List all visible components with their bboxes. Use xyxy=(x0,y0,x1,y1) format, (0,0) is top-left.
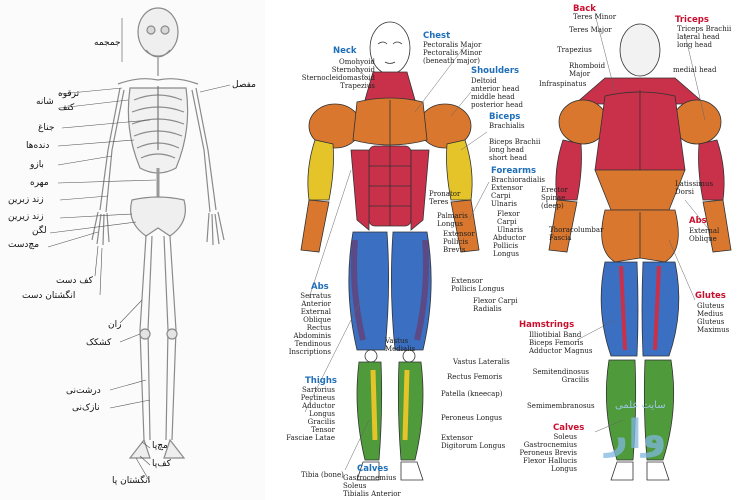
group-thighs: Thighs xyxy=(305,376,337,386)
label-radius: زند زبرین xyxy=(8,195,44,205)
group-biceps: Biceps xyxy=(489,112,521,122)
label-abs-back-muscles: External Oblique xyxy=(689,227,720,243)
group-abs-back: Abs xyxy=(689,216,707,226)
label-skull: جمجمه xyxy=(94,38,121,48)
label-ribs: دنده‌ها xyxy=(26,141,50,151)
group-forearms: Forearms xyxy=(491,166,537,176)
label-vastus-medialis: Vastus Medialis xyxy=(385,337,416,353)
label-forearm-muscles: Brachioradialis Extensor Carpi Ulnaris xyxy=(491,176,546,208)
group-chest: Chest xyxy=(423,31,451,41)
label-rhomboid: Rhomboid Major xyxy=(569,62,606,78)
label-wrist: مچ‌دست xyxy=(8,240,40,250)
label-kneecap: کشکک xyxy=(86,338,112,348)
label-sternum: جناغ xyxy=(38,123,55,133)
label-pronator: Pronator Teres xyxy=(429,190,461,206)
label-abductor: Abductor Pollicis Longus xyxy=(493,234,526,258)
label-glute-muscles: Gluteus Medius Gluteus Maximus xyxy=(697,302,730,334)
label-triceps-muscles: Triceps Brachii lateral head long head xyxy=(677,25,732,49)
label-thigh: ران xyxy=(108,320,122,330)
group-hamstrings: Hamstrings xyxy=(519,320,575,330)
skeleton-illustration xyxy=(47,7,231,483)
label-semitendinosus: Semitendinosus Gracilis xyxy=(532,368,589,384)
group-back: Back xyxy=(573,4,596,14)
skeleton-panel: جمجمه مفصل ترقوه شانه کتف جناغ دنده‌ها ب… xyxy=(0,0,265,500)
label-fingers: انگشتان دست xyxy=(22,291,76,301)
muscle-panel: Neck Chest Shoulders Biceps Forearms Abs… xyxy=(265,0,750,500)
label-peroneus-longus: Peroneus Longus xyxy=(441,414,503,422)
label-teres-major: Teres Major xyxy=(569,26,612,34)
label-calf-back-muscles: Soleus Gastrocnemius Peroneus Brevis Fle… xyxy=(519,433,578,473)
label-sole: کف‌پا xyxy=(152,459,171,469)
label-abs-front-muscles: Serratus Anterior External Oblique Rectu… xyxy=(288,292,331,356)
label-flexor-carpi-ulnaris: Flexor Carpi Ulnaris xyxy=(497,210,523,234)
label-joint: مفصل xyxy=(232,80,256,90)
label-medial-head: medial head xyxy=(673,66,717,74)
group-shoulders: Shoulders xyxy=(471,66,520,76)
group-calves-front: Calves xyxy=(357,464,389,474)
label-semimembranosus: Semimembranosus xyxy=(527,402,595,410)
back-figure xyxy=(548,23,732,481)
label-clavicle: ترقوه xyxy=(58,89,80,99)
label-erector: Erector Spinae (deep) xyxy=(541,186,568,210)
label-vastus-lateralis: Vastus Lateralis xyxy=(453,358,510,366)
label-biceps-muscles: Brachialis Biceps Brachii long head shor… xyxy=(489,122,541,162)
muscle-illustration xyxy=(300,13,732,481)
label-infraspinatus: Infraspinatus xyxy=(539,80,587,88)
label-hamstring-muscles: Illiotibial Band Biceps Femoris Adductor… xyxy=(529,331,593,355)
watermark-logo: وار xyxy=(605,412,667,458)
label-thoracolumbar: Thoracolumbar Fascia xyxy=(549,226,604,242)
label-shoulder: شانه xyxy=(36,97,54,107)
label-ext-pollicis-brevis: Extensor Pollicis Brevis xyxy=(443,230,475,254)
watermark-title: سایت علمی xyxy=(615,400,666,411)
label-scapula: کتف xyxy=(58,103,75,113)
label-thigh-muscles: Sartorius Pectineus Adductor Longus Grac… xyxy=(286,386,335,442)
label-ext-digitorum: Extensor Digitorum Longus xyxy=(441,434,506,450)
label-rectus-femoris: Rectus Femoris xyxy=(447,373,503,381)
label-arm: بازو xyxy=(30,160,44,170)
label-trapezius: Trapezius xyxy=(557,46,592,54)
label-shoulder-muscles: Deltoid anterior head middle head poster… xyxy=(471,77,523,109)
label-neck-muscles: Omohyoid Sternohyoid Sternocleidomastoid… xyxy=(301,58,375,90)
label-fibula: نازک‌نی xyxy=(72,403,100,413)
label-chest-muscles: Pectoralis Major Pectoralis Minor (benea… xyxy=(423,41,482,65)
label-palmaris: Palmaris Longus xyxy=(437,212,468,228)
label-ankle: مچ‌پا xyxy=(152,441,168,451)
label-calf-front-muscles: Gastrocnemius Soleus Tibialis Anterior xyxy=(343,474,401,498)
label-tibia: Tibia (bone) xyxy=(301,471,344,479)
label-ulna: زند زیرین xyxy=(8,212,44,222)
label-latissimus: Latissimus Dorsi xyxy=(675,180,714,196)
label-toes: انگشتان پا xyxy=(112,476,151,486)
label-teres-minor: Teres Minor xyxy=(573,13,617,21)
group-glutes: Glutes xyxy=(695,291,726,301)
front-figure xyxy=(300,21,480,481)
group-abs-front: Abs xyxy=(311,282,329,292)
label-pelvis: لگن xyxy=(32,226,47,236)
label-ext-pollicis-longus: Extensor Pollicis Longus xyxy=(451,277,505,293)
group-triceps: Triceps xyxy=(675,15,709,25)
label-palm: کف دست xyxy=(56,276,93,286)
label-flexor-carpi-radialis: Flexor Carpi Radialis xyxy=(473,297,518,313)
group-calves-back: Calves xyxy=(553,423,585,433)
label-tibia: درشت‌نی xyxy=(66,386,101,396)
group-neck: Neck xyxy=(333,46,357,56)
label-patella: Patella (kneecap) xyxy=(441,390,503,398)
label-vertebra: مهره xyxy=(30,178,49,188)
